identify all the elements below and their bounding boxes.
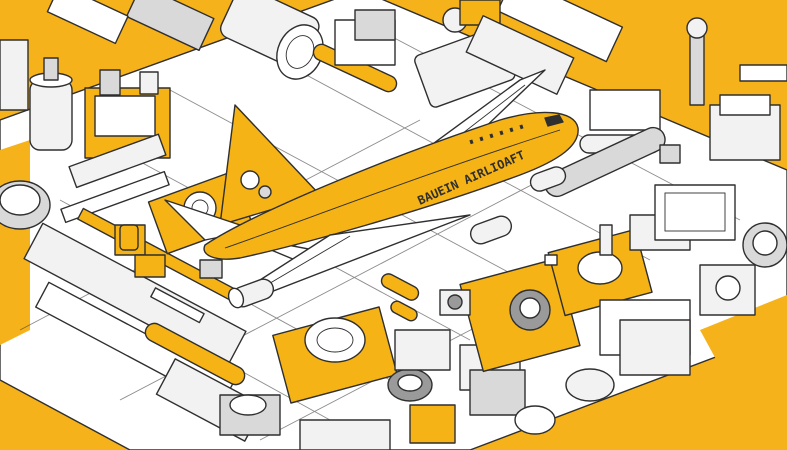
wing-engine-right [469, 215, 513, 245]
fuselage [203, 111, 579, 260]
bottom-center-parts [272, 306, 615, 450]
work-surface-yellow-band-right [700, 295, 787, 385]
engine-intake [276, 24, 324, 80]
fuselage-windows [469, 124, 524, 145]
left-column-parts [0, 39, 171, 230]
cockpit-window [544, 114, 564, 127]
small-parts [119, 144, 681, 324]
right-center-parts [459, 184, 787, 376]
right-column-parts [465, 15, 787, 198]
upper-engine [529, 166, 567, 192]
work-surface-yellow-band-left [0, 140, 30, 345]
cylinder-tank [29, 79, 73, 151]
top-left-machinery [46, 0, 624, 108]
